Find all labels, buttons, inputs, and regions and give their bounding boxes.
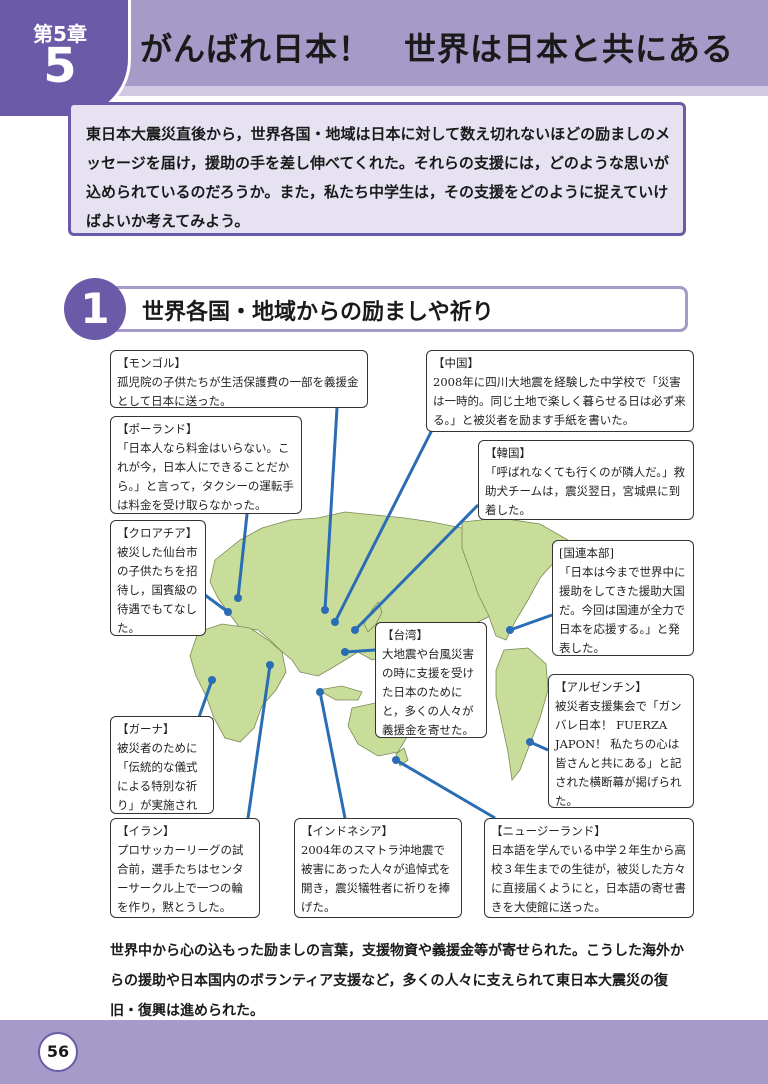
- callout-mongolia: 【モンゴル】 孤児院の子供たちが生活保護費の一部を義援金として日本に送った。: [110, 350, 368, 408]
- callout-body: 2008年に四川大地震を経験した中学校で「災害は一時的。同じ土地で楽しく暮らせる…: [433, 375, 686, 427]
- callout-body: 日本語を学んでいる中学２年生から高校３年生までの生徒が，被災した方々に直接届くよ…: [491, 843, 687, 914]
- callout-ghana: 【ガーナ】 被災者のために「伝統的な儀式による特別な祈り」が実施された。: [110, 716, 214, 831]
- line-china: [333, 429, 434, 623]
- intro-box: [68, 102, 686, 236]
- line-iran: [246, 664, 272, 819]
- footer-band: [0, 1020, 768, 1084]
- line-korea: [353, 503, 480, 632]
- section-title: 世界各国・地域からの励ましや祈り: [142, 300, 494, 325]
- callout-iran: 【イラン】 プロサッカーリーグの試合前，選手たちはセンターサークル上で一つの輪を…: [110, 818, 260, 918]
- callout-poland: 【ポーランド】 「日本人なら料金はいらない。これが今，日本人にできることだから。…: [110, 416, 302, 514]
- line-indonesia: [318, 691, 347, 819]
- south-america-landmass: [495, 647, 549, 781]
- line-un: [509, 613, 553, 632]
- north-america-landmass: [461, 517, 569, 641]
- line-ghana: [196, 679, 214, 721]
- callout-title: 【インドネシア】: [301, 824, 393, 838]
- callout-body: 2004年のスマトラ沖地震で被害にあった人々が追悼式を開き，震災犠牲者に祈りを捧…: [301, 843, 451, 914]
- callout-title: 【モンゴル】: [117, 356, 186, 370]
- callout-croatia: 【クロアチア】 被災した仙台市の子供たちを招待し，国賓級の待遇でもてなした。: [110, 520, 206, 636]
- callout-title: 【イラン】: [117, 824, 175, 838]
- line-croatia: [204, 593, 229, 614]
- africa-landmass: [189, 623, 287, 743]
- line-poland: [236, 504, 250, 599]
- intro-text: 東日本大震災直後から，世界各国・地域は日本に対して数え切れないほどの励ましのメッ…: [86, 125, 671, 230]
- line-taiwan: [344, 648, 376, 654]
- callout-body: 被災者のために「伝統的な儀式による特別な祈り」が実施された。: [117, 741, 198, 831]
- callout-title: 【ニュージーランド】: [491, 824, 606, 838]
- callout-title: 【クロアチア】: [117, 526, 198, 540]
- callout-un: [国連本部] 「日本は今まで世界中に援助をしてきた援助大国だ。今回は国連が全力で…: [552, 540, 694, 656]
- callout-body: 被災者支援集会で「ガンバレ日本！ FUERZA JAPON！ 私たちの心は皆さん…: [555, 699, 682, 808]
- page-title: がんばれ日本！ 世界は日本と共にある: [140, 30, 735, 68]
- page-number: 56: [38, 1032, 78, 1072]
- callout-title: 【韓国】: [485, 446, 531, 460]
- chapter-label: 第5章: [33, 22, 87, 46]
- callout-body: 「呼ばれなくても行くのが隣人だ。」救助犬チームは，震災翌日，宮城県に到着した。: [485, 465, 685, 517]
- sea-islands: [316, 685, 363, 701]
- callout-body: プロサッカーリーグの試合前，選手たちはセンターサークル上で一つの輪を作り，黙とう…: [117, 843, 244, 914]
- callout-newzealand: 【ニュージーランド】 日本語を学んでいる中学２年生から高校３年生までの生徒が，被…: [484, 818, 694, 918]
- section-header-bar: [98, 286, 688, 332]
- callout-title: 【中国】: [433, 356, 479, 370]
- section-number: 1: [64, 278, 126, 340]
- chapter-number: 5: [43, 38, 77, 94]
- callout-body: 「日本人なら料金はいらない。これが今，日本人にできることだから。」と言って，タク…: [117, 441, 294, 512]
- callout-title: [国連本部]: [559, 546, 614, 560]
- callout-china: 【中国】 2008年に四川大地震を経験した中学校で「災害は一時的。同じ土地で楽し…: [426, 350, 694, 432]
- line-mongolia: [323, 407, 339, 611]
- callout-korea: 【韓国】 「呼ばれなくても行くのが隣人だ。」救助犬チームは，震災翌日，宮城県に到…: [478, 440, 694, 520]
- callout-title: 【台湾】: [382, 628, 428, 642]
- chapter-tab: [0, 0, 131, 119]
- callout-body: 孤児院の子供たちが生活保護費の一部を義援金として日本に送った。: [117, 375, 359, 408]
- callout-indonesia: 【インドネシア】 2004年のスマトラ沖地震で被害にあった人々が追悼式を開き，震…: [294, 818, 462, 918]
- callout-title: 【ガーナ】: [117, 722, 175, 736]
- callout-taiwan: 【台湾】 大地震や台風災害の時に支援を受けた日本のためにと，多くの人々が義援金を…: [375, 622, 487, 738]
- callout-body: 「日本は今まで世界中に援助をしてきた援助大国だ。今回は国連が全力で日本を応援する…: [559, 565, 686, 655]
- callout-argentina: 【アルゼンチン】 被災者支援集会で「ガンバレ日本！ FUERZA JAPON！ …: [548, 674, 694, 808]
- callout-title: 【ポーランド】: [117, 422, 198, 436]
- callout-body: 大地震や台風災害の時に支援を受けた日本のためにと，多くの人々が義援金を寄せた。: [382, 647, 474, 737]
- callout-title: 【アルゼンチン】: [555, 680, 647, 694]
- callout-body: 被災した仙台市の子供たちを招待し，国賓級の待遇でもてなした。: [117, 545, 198, 635]
- closing-text: 世界中から心の込もった励ましの言葉，支援物資や義援金等が寄せられた。こうした海外…: [110, 943, 684, 1019]
- header-stripe: [0, 86, 768, 96]
- line-newzealand: [395, 758, 496, 820]
